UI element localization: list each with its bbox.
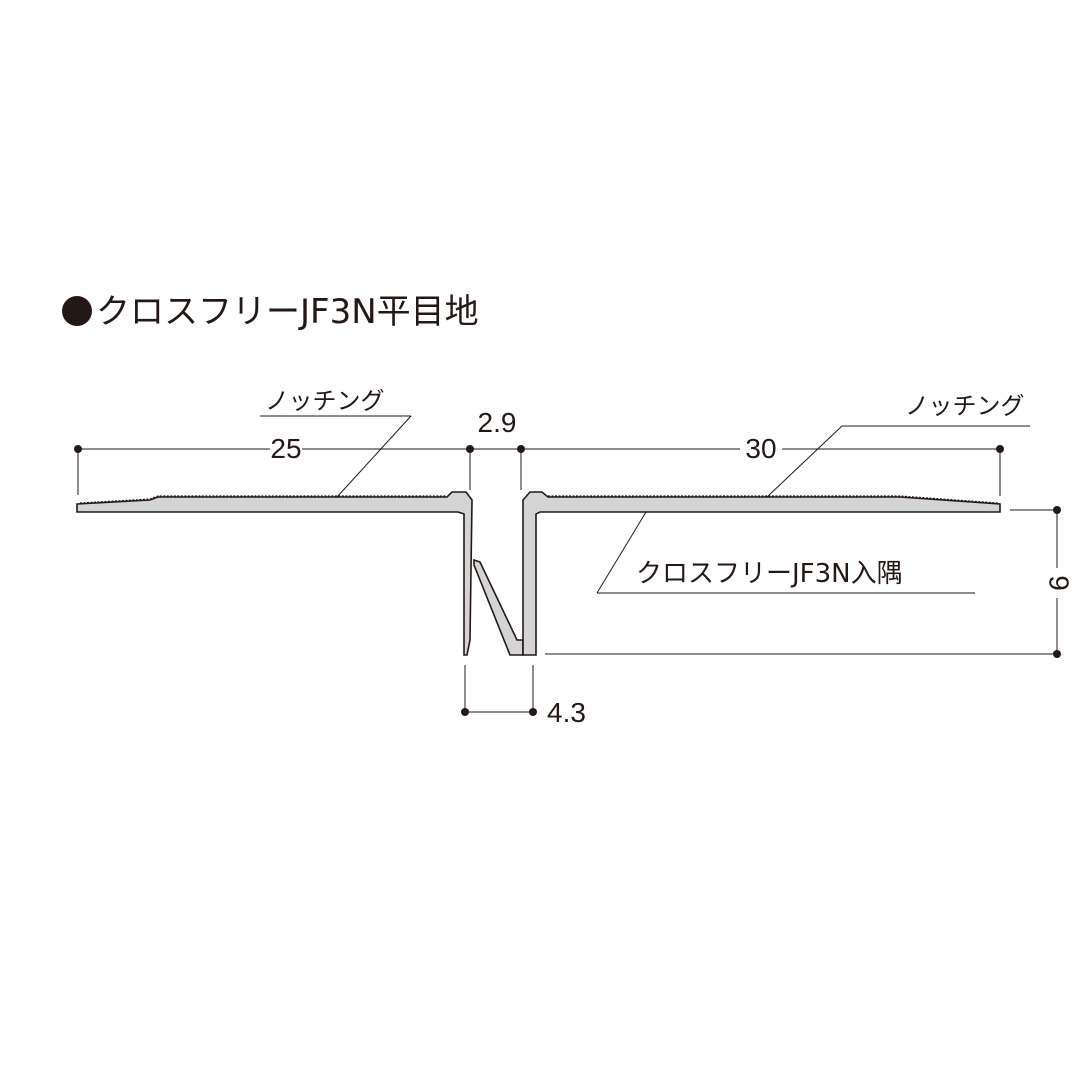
callout-notching-right: ノッチング — [766, 392, 1030, 498]
dimension-9-label: 9 — [1044, 575, 1075, 591]
dimension-30-label: 30 — [745, 433, 776, 464]
dimension-2-9-label: 2.9 — [478, 407, 517, 438]
dimension-2-9: 2.9 — [470, 407, 525, 490]
dimension-4-3-label: 4.3 — [547, 697, 586, 728]
right-profile — [522, 491, 1001, 656]
left-profile — [76, 491, 473, 656]
notching-left-label: ノッチング — [265, 387, 385, 415]
dimension-25-label: 25 — [270, 433, 301, 464]
part-name-label: クロスフリーJF3N入隅 — [636, 559, 903, 589]
callout-part-name: クロスフリーJF3N入隅 — [596, 511, 975, 594]
dimension-9: 9 — [545, 506, 1075, 658]
callout-notching-left: ノッチング — [260, 387, 412, 498]
inner-leg — [473, 558, 524, 656]
dimension-30: 30 — [521, 433, 1004, 496]
diagram-title-text: クロスフリーJF3N平目地 — [96, 292, 479, 332]
diagram-title: クロスフリーJF3N平目地 — [62, 290, 479, 334]
dimension-25: 25 — [74, 433, 474, 495]
dimension-4-3: 4.3 — [461, 665, 586, 728]
notching-right-label: ノッチング — [905, 392, 1025, 420]
bullet-icon — [62, 296, 92, 326]
